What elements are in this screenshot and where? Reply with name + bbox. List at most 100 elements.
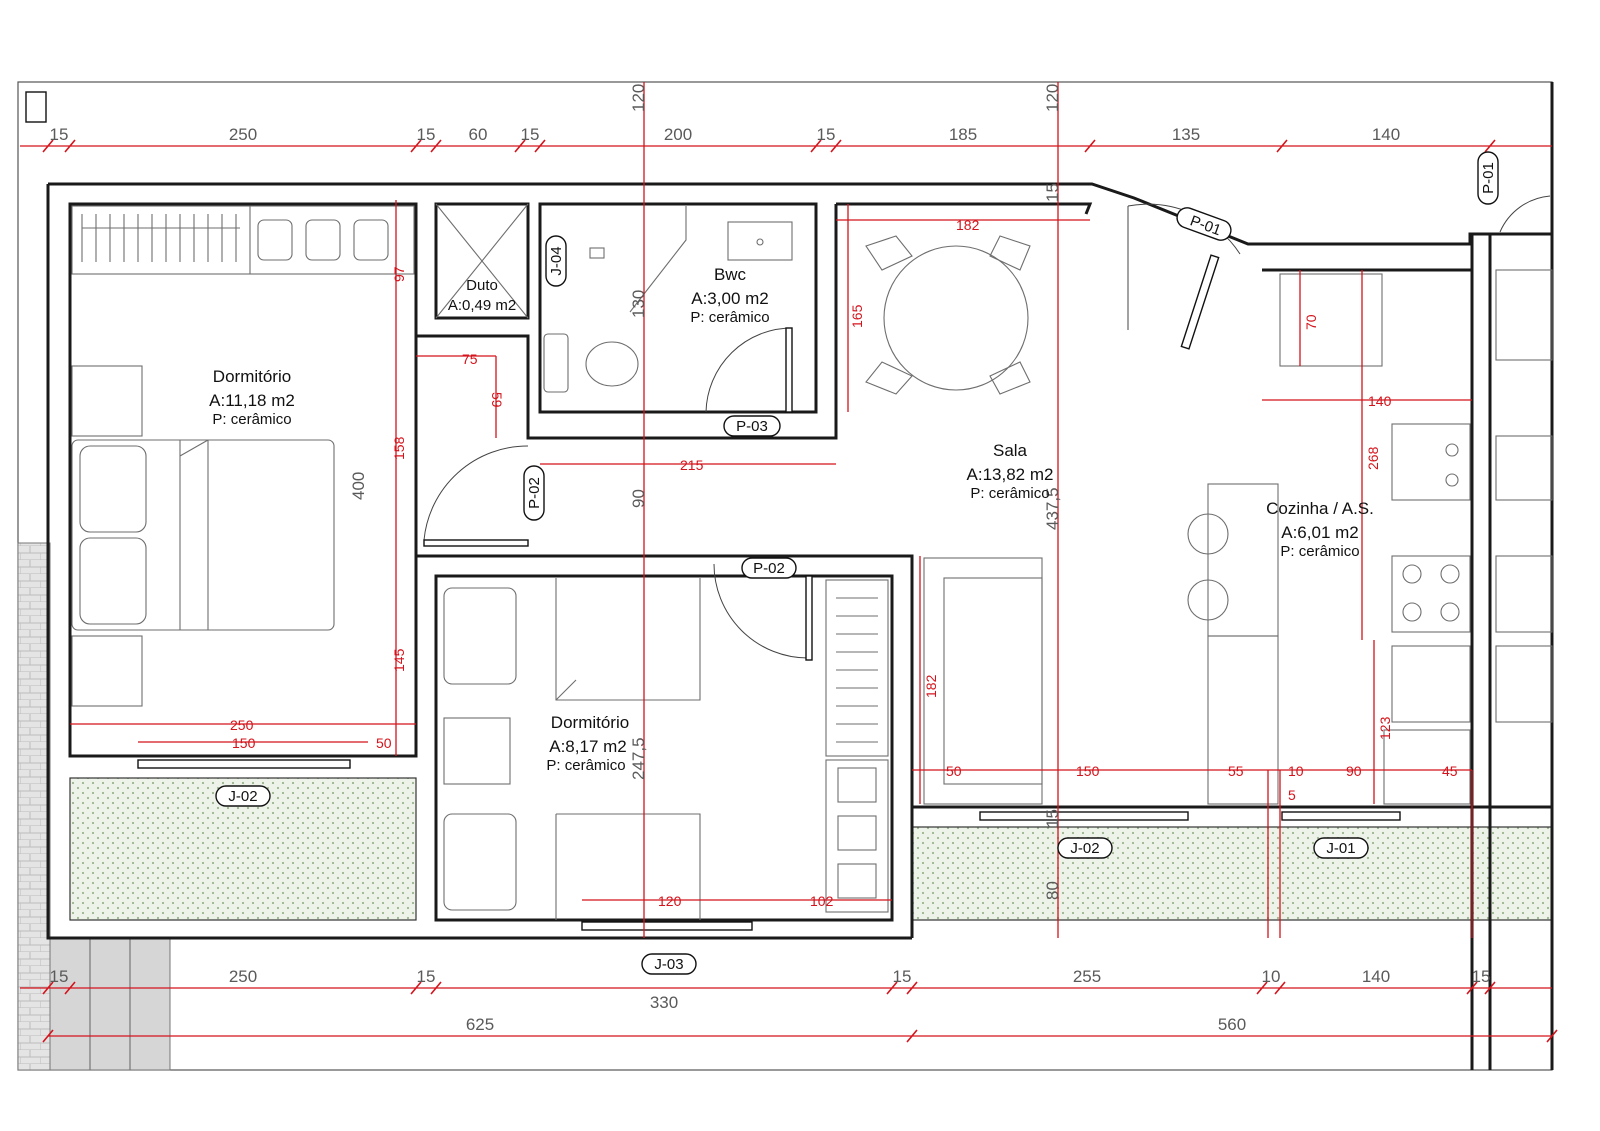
dim-inner: 120 (658, 893, 682, 909)
dimension-label: 185 (949, 125, 977, 144)
dimension-tick (42, 981, 54, 995)
dimension-tick (1276, 139, 1288, 153)
dim-gray: 437,5 (1043, 487, 1062, 530)
dimension-label: 250 (229, 125, 257, 144)
room-area: A:11,18 m2 (209, 391, 295, 410)
dimension-tick (886, 981, 898, 995)
svg-text:P-02: P-02 (753, 560, 785, 577)
svg-text:P-03: P-03 (736, 418, 768, 435)
dim-inner: 140 (1368, 393, 1392, 409)
dimension-label: 15 (893, 967, 912, 986)
stair-lines (89, 938, 131, 1070)
svg-text:J-02: J-02 (228, 788, 257, 805)
dimension-label: 60 (469, 125, 488, 144)
dim-inner: 182 (956, 217, 980, 233)
inner-dimensions: 182 97 75 59 165 215 158 145 250 150 50 … (230, 217, 1458, 909)
tag-j02-right: J-02 (1057, 837, 1113, 859)
dimension-label: 200 (664, 125, 692, 144)
dim-gray: 90 (629, 489, 648, 508)
room-area: A:0,49 m2 (448, 297, 516, 314)
dimension-tick (64, 139, 76, 153)
dim-gray: 130 (629, 290, 648, 318)
dim-inner: 150 (232, 735, 256, 751)
dim-inner: 158 (391, 436, 407, 460)
dimension-tick (830, 139, 842, 153)
gray-dimensions: 120 120 15 130 90 400 437,5 247,5 15 80 (349, 84, 1062, 900)
exterior-stairs (49, 937, 171, 1071)
dim-gray: 120 (1043, 84, 1062, 112)
room-name: Duto (466, 277, 498, 294)
dim-inner: 150 (1076, 763, 1100, 779)
dimension-label: 15 (50, 125, 69, 144)
room-name: Dormitório (213, 367, 291, 386)
dimension-tick (430, 139, 442, 153)
tag-p02-horizontal: P-02 (741, 557, 797, 579)
dim-inner: 55 (1228, 763, 1244, 779)
dimension-tick (514, 139, 526, 153)
tag-p02-vertical: P-02 (523, 465, 545, 521)
balcony-right (911, 826, 1553, 921)
walls (46, 82, 1554, 1070)
room-name: Bwc (714, 265, 747, 284)
dimension-label: 255 (1073, 967, 1101, 986)
dimension-tick (1484, 981, 1496, 995)
dim-inner: 75 (462, 351, 478, 367)
dim-gray: 15 (1043, 183, 1062, 202)
dim-inner: 165 (849, 304, 865, 328)
dimension-label: 15 (417, 125, 436, 144)
tag-p03: P-03 (723, 415, 781, 437)
dim-inner: 45 (1442, 763, 1458, 779)
dimension-tick (906, 1029, 918, 1043)
dim-inner: 97 (391, 266, 407, 282)
dimension-label: 560 (1218, 1015, 1246, 1034)
dimension-label: 330 (650, 993, 678, 1012)
svg-text:J-02: J-02 (1070, 840, 1099, 857)
svg-text:P-01: P-01 (1480, 162, 1497, 194)
dimension-tick (1466, 981, 1478, 995)
dimension-tick (430, 981, 442, 995)
dimension-tick (42, 1029, 54, 1043)
room-name: Dormitório (551, 713, 629, 732)
svg-text:J-03: J-03 (654, 956, 683, 973)
dimension-tick (1256, 981, 1268, 995)
room-area: A:8,17 m2 (549, 737, 627, 756)
room-floor: P: cerâmico (690, 309, 769, 326)
svg-text:J-01: J-01 (1326, 840, 1355, 857)
tag-j01: J-01 (1313, 837, 1369, 859)
room-area: A:13,82 m2 (967, 465, 1054, 484)
dimension-label: 15 (417, 967, 436, 986)
opening-tags: J-04 P-01 P-01 P-03 P-02 P-02 J-02 J-02 … (215, 151, 1499, 975)
dim-inner: 50 (946, 763, 962, 779)
dim-gray: 15 (1043, 809, 1062, 828)
windows (25, 91, 1401, 931)
dim-inner: 182 (923, 674, 939, 698)
room-floor: P: cerâmico (546, 757, 625, 774)
tag-j03: J-03 (641, 953, 697, 975)
dim-inner: 215 (680, 457, 704, 473)
room-labels: Dormitório A:11,18 m2 P: cerâmico Duto A… (209, 265, 1374, 774)
furniture (71, 203, 1553, 920)
dim-inner: 123 (1377, 716, 1393, 740)
dim-inner: 59 (489, 392, 505, 408)
dimension-tick (410, 981, 422, 995)
room-floor: P: cerâmico (970, 485, 1049, 502)
dim-inner: 90 (1346, 763, 1362, 779)
room-area: A:6,01 m2 (1281, 523, 1359, 542)
dim-inner: 5 (1288, 787, 1296, 803)
dimension-tick (64, 981, 76, 995)
tag-p01-side: P-01 (1477, 151, 1499, 205)
room-floor: P: cerâmico (212, 411, 291, 428)
dimension-tick (410, 139, 422, 153)
svg-text:P-02: P-02 (526, 477, 543, 509)
tag-j04: J-04 (545, 235, 567, 287)
dim-gray: 120 (629, 84, 648, 112)
dimension-tick (1484, 139, 1496, 153)
dimension-tick (1084, 139, 1096, 153)
dim-inner: 70 (1303, 314, 1319, 330)
dimension-tick (906, 981, 918, 995)
svg-text:J-04: J-04 (548, 246, 565, 275)
